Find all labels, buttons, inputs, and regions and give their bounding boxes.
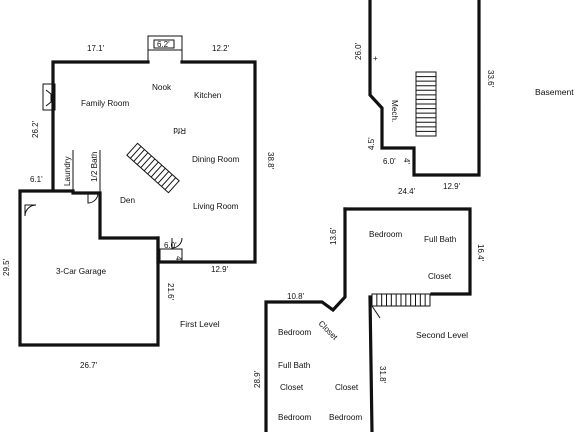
room-label-bedroom-top: Bedroom <box>369 230 402 239</box>
second-level-outline-stair <box>368 295 374 432</box>
door-swing <box>171 237 183 249</box>
first-level-plan <box>18 35 257 347</box>
stair-tread <box>154 167 166 181</box>
dimension-label: 26.7' <box>80 361 98 370</box>
bay-window <box>147 35 183 51</box>
dimension-label: 33.6' <box>486 70 495 88</box>
room-label-closet-top: Closet <box>428 272 452 281</box>
second-level-outline <box>264 207 347 432</box>
stair-icon <box>126 142 180 194</box>
room-label-bedroom-bottom-left: Bedroom <box>278 413 311 422</box>
door-swing <box>24 204 37 217</box>
dimension-label: 4' <box>402 158 411 164</box>
dimension-label: 12.9' <box>443 182 461 191</box>
stair-tread <box>147 161 159 175</box>
stair-tread <box>157 171 170 184</box>
stair-tread <box>133 149 145 162</box>
stair-icon <box>371 293 431 319</box>
dimension-label: 17.1' <box>87 44 105 53</box>
room-label-closet-diagonal: Closet <box>317 319 340 342</box>
dimension-label: 4.5' <box>367 137 376 150</box>
dimension-label: 6.0' <box>164 241 177 250</box>
level-label-second: Second Level <box>416 330 468 340</box>
door-swing <box>87 192 99 204</box>
stair-tread <box>140 155 152 169</box>
level-label-basement: Basement <box>535 87 574 97</box>
second-level-outline-top <box>343 207 472 296</box>
dimension-label: 29.5' <box>2 258 11 276</box>
crosshair-mark: + <box>373 54 378 63</box>
dimension-label: 26.0' <box>354 42 363 60</box>
dimension-label: 16.4' <box>476 244 485 262</box>
dimension-label: 24.4' <box>398 187 416 196</box>
dimension-label: 31.8' <box>378 366 387 384</box>
entry-door <box>159 248 183 263</box>
dimension-label: 4' <box>174 256 183 262</box>
bay-window-inner <box>153 39 175 49</box>
room-label-living-room: Living Room <box>193 202 239 211</box>
room-label-den: Den <box>120 196 135 205</box>
room-label-family-room: Family Room <box>81 99 129 108</box>
dimension-label: 28.9' <box>253 370 262 388</box>
level-label-first: First Level <box>180 319 220 329</box>
stair-icon <box>415 71 437 137</box>
room-label-full-bath-top: Full Bath <box>424 235 457 244</box>
basement-outline <box>368 0 481 177</box>
fireplace-icon <box>42 83 56 111</box>
first-level-outline-right <box>156 60 257 264</box>
second-level-plan <box>264 207 472 432</box>
stair-tread <box>136 152 149 165</box>
stair-tread <box>143 158 156 172</box>
dimension-label: 12.9' <box>211 265 229 274</box>
stair-tread <box>161 174 173 187</box>
room-label-dining-room: Dining Room <box>192 155 240 164</box>
room-label-kitchen: Kitchen <box>194 91 222 100</box>
dimension-label: 13.6' <box>329 227 338 245</box>
room-label-garage: 3-Car Garage <box>56 267 107 276</box>
room-label-laundry: Laundry <box>63 156 72 186</box>
dimension-label: 21.6' <box>166 283 175 301</box>
stair-tread <box>164 177 177 190</box>
dimension-label: 6.2' <box>157 40 170 49</box>
room-label-bedroom-bottom-right: Bedroom <box>329 413 362 422</box>
dimension-label: 26.2' <box>31 120 40 138</box>
room-label-mechanical: Mech. <box>390 100 399 122</box>
room-label-closet-mid: Closet <box>335 383 359 392</box>
dimension-label: 12.2' <box>212 44 230 53</box>
basement-plan: + <box>368 0 481 177</box>
room-label-half-bath: 1/2 Bath <box>90 151 99 182</box>
room-label-full-bath-left: Full Bath <box>278 361 311 370</box>
stair-tread <box>129 146 142 159</box>
room-label-refrigerator: Rfd <box>173 126 186 135</box>
dimension-label: 6.1' <box>30 175 43 184</box>
stair-tread <box>150 164 163 178</box>
dimension-label: 38.8' <box>266 152 275 170</box>
room-label-bedroom-left: Bedroom <box>278 328 311 337</box>
fireplace-hearth <box>45 89 52 107</box>
dimension-label: 6.0' <box>383 157 396 166</box>
room-label-nook: Nook <box>152 83 172 92</box>
dimension-label: 10.8' <box>287 292 305 301</box>
room-label-closet-left: Closet <box>280 383 304 392</box>
